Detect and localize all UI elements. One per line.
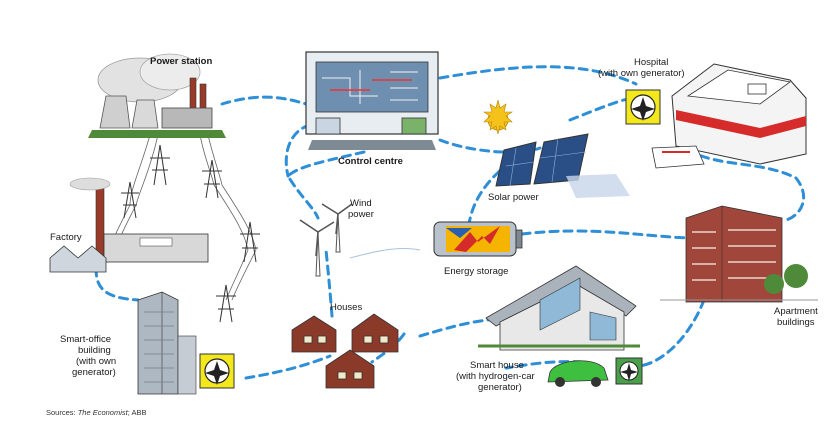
smart-house (478, 265, 640, 351)
sun-icon (483, 99, 513, 135)
label-smart-office-3: (with own (76, 356, 117, 367)
sources-suffix: ; ABB (127, 408, 147, 417)
label-apartment-1: Apartment (774, 306, 818, 317)
label-factory: Factory (50, 232, 82, 243)
hydrogen-car (547, 360, 609, 387)
houses (291, 313, 399, 389)
wind-turbine-icon (299, 203, 421, 277)
battery-icon (433, 221, 523, 257)
label-houses: Houses (330, 302, 363, 313)
factory (49, 177, 209, 273)
label-apartment-2: buildings (777, 317, 815, 328)
label-wind-power-1: Wind (350, 198, 372, 209)
solar-panels (495, 133, 630, 198)
sources-prefix: Sources: (46, 408, 78, 417)
sources-note: Sources: The Economist; ABB (46, 408, 146, 417)
sources-italic: The Economist (77, 408, 128, 417)
hospital (651, 63, 807, 169)
label-hospital-sub: (with own generator) (598, 68, 685, 79)
label-energy-storage: Energy storage (444, 266, 509, 277)
power-station (88, 53, 226, 138)
label-wind-power-2: power (348, 209, 374, 220)
label-smart-house-3: generator) (478, 382, 522, 393)
label-smart-office-4: generator) (72, 367, 116, 378)
label-hospital-title: Hospital (634, 57, 669, 68)
label-smart-house-2: (with hydrogen-car (456, 371, 535, 382)
generator-icon (199, 353, 235, 389)
label-smart-house-1: Smart house (470, 360, 524, 371)
pylon-icon (121, 144, 260, 323)
label-control-centre: Control centre (338, 156, 403, 167)
generator-icon (625, 89, 661, 125)
apartment-buildings (660, 205, 818, 303)
smart-office-building (137, 291, 197, 395)
label-power-station: Power station (150, 56, 213, 67)
transmission-lines (107, 134, 257, 301)
label-solar-power: Solar power (488, 192, 539, 203)
label-smart-office-1: Smart-office (60, 334, 112, 345)
label-smart-office-2: building (78, 345, 111, 356)
generator-icon (615, 357, 643, 385)
control-centre (305, 51, 439, 150)
